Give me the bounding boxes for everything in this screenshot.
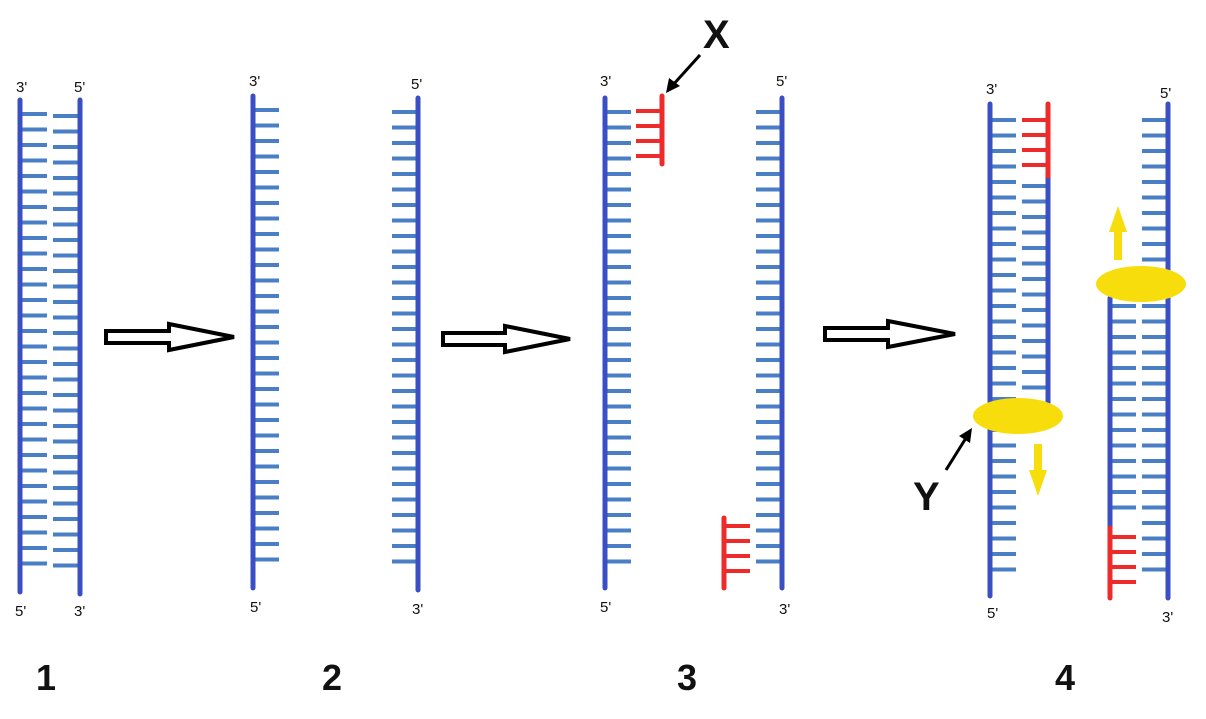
- callout-y: Y: [913, 428, 972, 519]
- stage-4-right-bottom-end-label: 3': [1162, 609, 1173, 626]
- callout-y-label: Y: [913, 475, 940, 519]
- stage-1-left-top-end-label: 3': [16, 79, 27, 96]
- stage-4-right-template-rungs: [1142, 118, 1166, 572]
- stage-3-left-bottom-end-label: 5': [600, 599, 611, 616]
- stage-1-left-bottom-end-label: 5': [15, 603, 26, 620]
- stage-label-3: 3: [677, 657, 697, 698]
- stage-3-right-bottom-end-label: 3': [779, 601, 790, 618]
- stage-1-right-rungs: [53, 114, 78, 568]
- stage-1-right-bottom-end-label: 3': [74, 603, 85, 620]
- stage-4-left-new-strand-rungs: [1022, 184, 1046, 390]
- stage-1-double-strand: 3' 5' 5' 3': [15, 79, 85, 620]
- stage-2-right-rungs: [392, 110, 416, 564]
- dna-polymerase-icon: [1096, 266, 1186, 302]
- callout-x: X: [666, 13, 730, 93]
- callout-x-label: X: [703, 13, 730, 57]
- stage-2-right-bottom-end-label: 3': [412, 601, 423, 618]
- stage-3-primer-bottom: [721, 515, 750, 591]
- stage-3-primed-strands: 3' 5' 5' 3' X: [600, 13, 790, 618]
- stage-1-left-rungs: [22, 112, 47, 566]
- direction-arrow-down-icon: [1029, 444, 1047, 496]
- stage-label-2: 2: [322, 657, 342, 698]
- stage-2-left-rungs: [255, 108, 279, 562]
- direction-arrow-up-icon: [1109, 206, 1127, 260]
- stage-3-right-top-end-label: 5': [776, 73, 787, 90]
- stage-4-left-top-end-label: 3': [986, 81, 997, 98]
- stage-4-right-top-end-label: 5': [1160, 85, 1171, 102]
- callout-x-pointer-icon: [670, 53, 702, 88]
- callout-y-arrowhead-icon: [959, 428, 972, 443]
- stage-label-1: 1: [36, 657, 56, 698]
- stage-3-primer-top: [636, 93, 665, 167]
- stage-2-right-top-end-label: 5': [411, 76, 422, 93]
- stage-4-left-template-rungs: [992, 118, 1016, 572]
- stage-4-left-bottom-end-label: 5': [987, 605, 998, 622]
- stage-2-left-top-end-label: 3': [249, 73, 260, 90]
- stage-2-separated-strands: 3' 5' 5' 3': [249, 73, 423, 618]
- stage-3-left-rungs: [607, 110, 631, 564]
- process-arrow-1: [104, 321, 235, 353]
- stage-4-right-new-strand-rungs: [1112, 304, 1136, 510]
- process-arrow-2: [441, 323, 571, 355]
- stage-3-left-top-end-label: 3': [600, 73, 611, 90]
- stage-label-4: 4: [1055, 657, 1075, 698]
- stage-1-right-top-end-label: 5': [74, 79, 85, 96]
- process-arrow-3: [823, 318, 956, 350]
- stage-2-left-bottom-end-label: 5': [250, 599, 261, 616]
- callout-y-pointer-icon: [944, 437, 968, 471]
- stage-3-right-rungs: [756, 110, 780, 564]
- stage-4-elongation: 3' 5' 5' 3' Y: [913, 81, 1186, 626]
- dna-polymerase-icon: [973, 398, 1063, 434]
- callout-x-arrowhead-icon: [666, 78, 680, 93]
